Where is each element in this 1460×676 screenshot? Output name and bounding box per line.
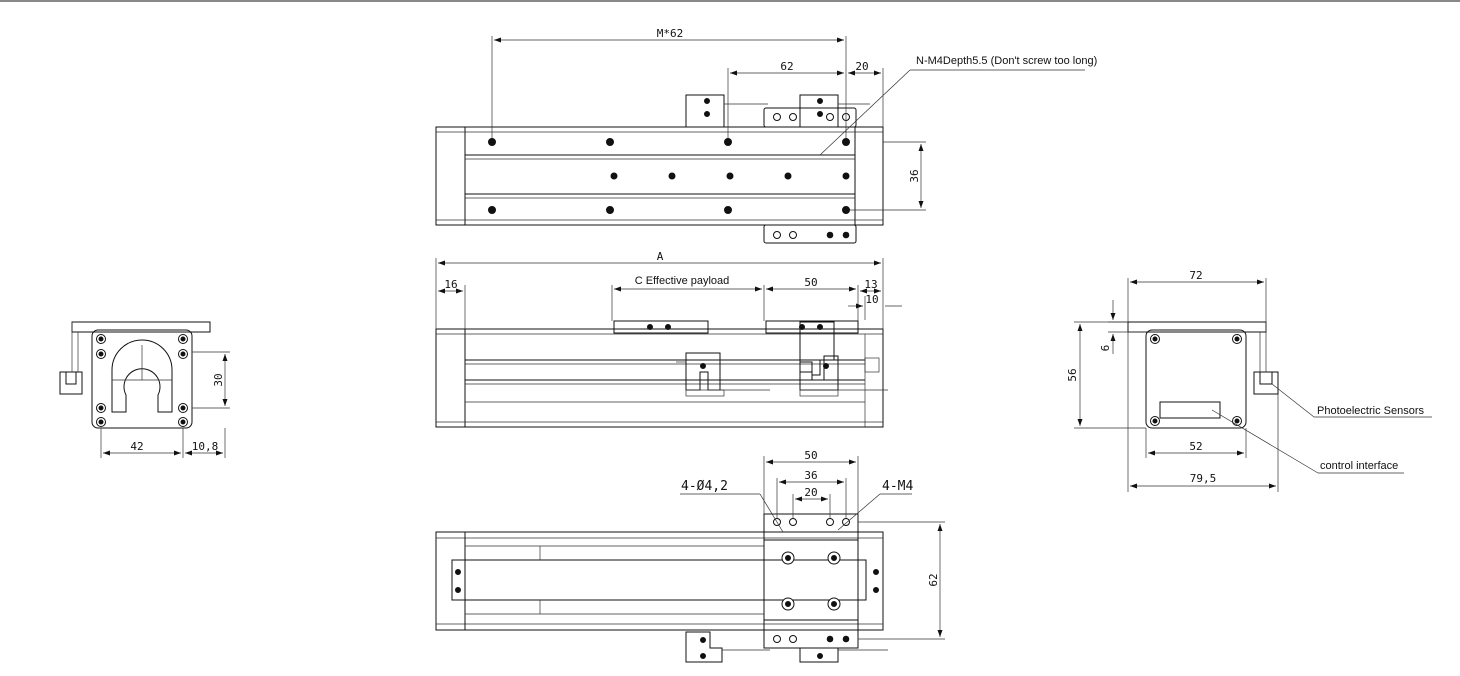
dim-width: 42: [130, 440, 143, 453]
dim-total: 79,5: [1190, 472, 1217, 485]
dim-end2: 10: [865, 293, 878, 306]
dim-pitch: 62: [780, 60, 793, 73]
dim-base: 52: [1189, 440, 1202, 453]
dim-top: 72: [1189, 269, 1202, 282]
dim-end: 20: [855, 60, 868, 73]
dim-pitch-total: M*62: [657, 27, 684, 40]
dim-width: 50: [804, 449, 817, 462]
label-sensors: Photoelectric Sensors: [1317, 405, 1424, 417]
dim-total: A: [657, 250, 664, 263]
bottom-view: 50 36 20 62 4-Ø4,2 4-M4: [435, 449, 945, 663]
right-end-view: 72 6 56 52 79,5 Photoelectric Sensors co…: [1066, 269, 1432, 492]
dim-block: 50: [804, 276, 817, 289]
left-end-view: 30 42 10,8: [59, 321, 230, 458]
dim-left: 16: [444, 278, 457, 291]
dim-inner: 20: [804, 486, 817, 499]
dim-small: 6: [1099, 345, 1112, 352]
rail-body: [435, 126, 884, 226]
label-interface: control interface: [1320, 460, 1398, 472]
rail-side-body: [435, 328, 884, 428]
dim-holes: 36: [804, 469, 817, 482]
note-thread: N-M4Depth5.5 (Don't screw too long): [916, 55, 1097, 67]
dim-height: 36: [908, 169, 921, 182]
label-holes: 4-Ø4,2: [681, 479, 728, 494]
side-view: A 16 C Effective payload 50 13 10: [435, 250, 902, 428]
label-threads: 4-M4: [882, 479, 913, 494]
dim-height: 62: [927, 573, 940, 586]
dim-offset: 10,8: [192, 440, 219, 453]
top-view: M*62 62 20 36 N-M4Depth5.5 (Don't screw …: [435, 27, 1097, 244]
dim-height: 30: [212, 373, 225, 386]
dim-end: 13: [864, 278, 877, 291]
carriage-plate: [763, 513, 859, 649]
rail-bottom-body: [435, 531, 884, 631]
dim-height: 56: [1066, 368, 1079, 381]
dim-payload: C Effective payload: [635, 275, 730, 287]
